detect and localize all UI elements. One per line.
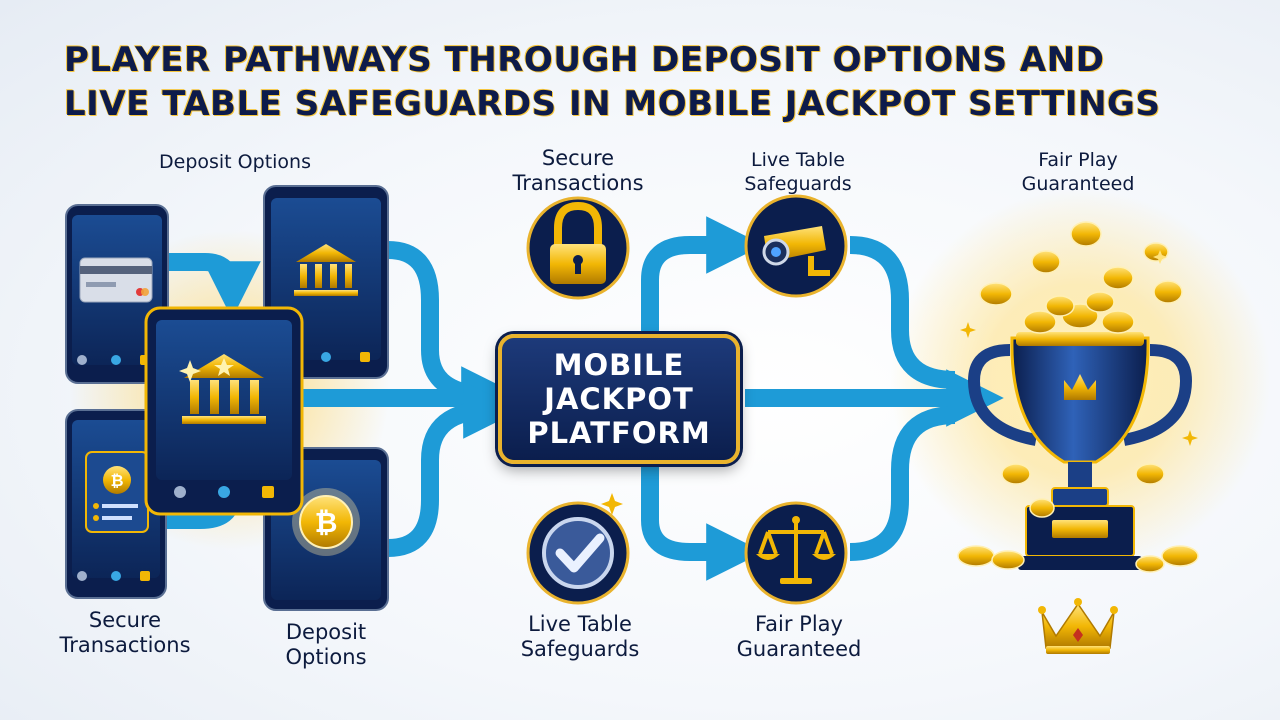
tablet-bank [144,306,304,516]
trophy-icon [968,332,1192,570]
crown-icon [1038,598,1118,654]
padlock-icon [526,196,630,300]
checkmark-shield-icon [526,493,630,605]
arrow-scales-to-trophy [849,406,956,561]
bank-icon [294,244,358,296]
bank-icon [182,354,266,424]
svg-text:₿: ₿ [110,471,123,490]
svg-text:₿: ₿ [315,506,338,539]
arrow-center-to-camera [641,216,764,334]
balance-scale-icon [744,501,848,605]
label-live-table-bottom: Live Table Safeguards [520,612,640,661]
title-line-1: PLAYER PATHWAYS THROUGH DEPOSIT OPTIONS … [64,40,1105,80]
arrow-card-to-tablet [168,253,261,319]
label-fair-play-top: Fair Play Guaranteed [1021,149,1135,195]
bitcoin-document-icon: ₿ [85,451,149,533]
sparkles [179,250,1198,446]
gold-coins [957,221,1199,573]
phone-credit-card [65,204,169,384]
label-secure-transactions-bottom: Secure Transactions [59,608,191,657]
arrow-btc-to-center [387,381,521,557]
label-deposit-options-top: Deposit Options [159,151,311,173]
center-line-1: MOBILE [553,348,685,382]
credit-card-icon [79,257,153,303]
mobile-jackpot-platform-box: MOBILE JACKPOT PLATFORM [498,334,740,464]
arrow-center-to-scales [641,464,764,581]
arrow-bank-to-center [387,241,519,424]
title-line-2: LIVE TABLE SAFEGUARDS IN MOBILE JACKPOT … [64,84,1161,124]
diagram-title: PLAYER PATHWAYS THROUGH DEPOSIT OPTIONS … [64,38,1224,126]
center-line-3: PLATFORM [527,416,711,450]
label-deposit-options-bottom: Deposit Options [285,620,367,669]
arrow-camera-to-trophy [849,236,956,389]
label-fair-play-bottom: Fair Play Guaranteed [736,612,862,661]
label-live-table-top: Live Table Safeguards [744,149,852,195]
security-camera-icon [744,194,848,298]
bitcoin-coin-icon: ₿ [292,488,360,556]
label-secure-transactions-top: Secure Transactions [512,146,644,195]
center-line-2: JACKPOT [544,382,694,416]
